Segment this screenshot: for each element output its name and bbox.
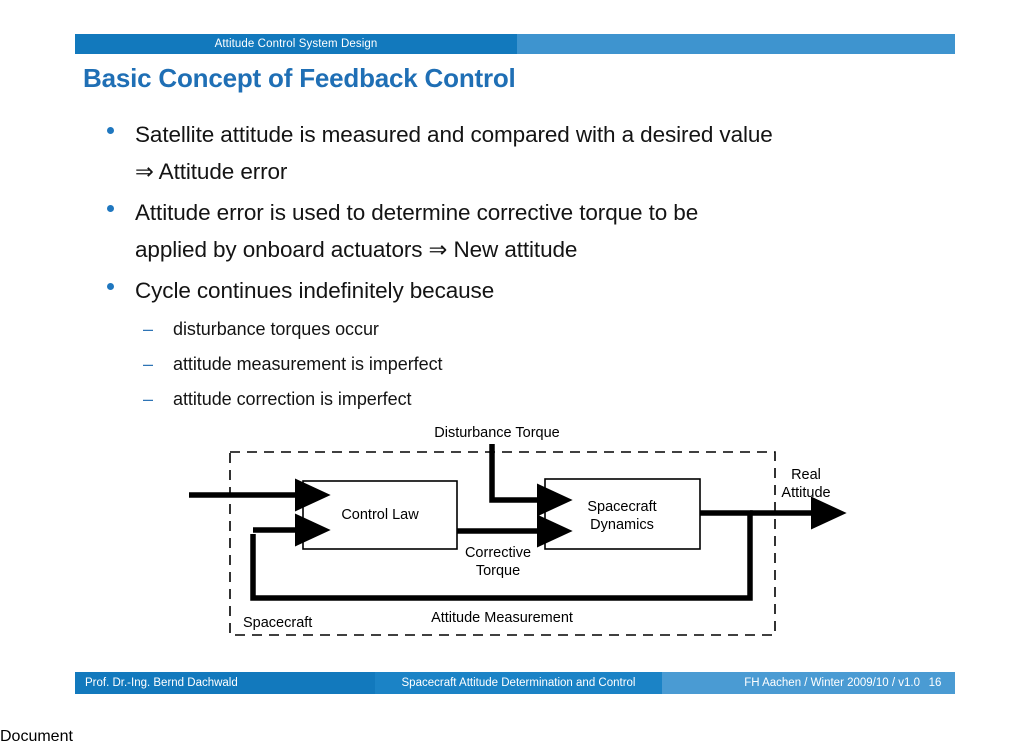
spacecraft-dynamics-block [544, 478, 701, 550]
sub-bullet-item-1: – disturbance torques occur [143, 312, 843, 347]
header-band: Attitude Control System Design [75, 34, 955, 54]
bullet-item-2-line-1: Attitude error is used to determine corr… [135, 200, 699, 225]
slide-canvas: Attitude Control System Design Basic Con… [75, 34, 960, 694]
page-title: Basic Concept of Feedback Control [83, 63, 516, 93]
footer-middle-segment [375, 672, 662, 694]
footer-left-segment [75, 672, 375, 694]
spacecraft-dynamics-block-label-line-1: Spacecraft [587, 499, 656, 515]
dash-marker-icon: – [143, 319, 154, 339]
dash-marker-icon: – [143, 354, 154, 374]
header-band-left-segment [75, 34, 517, 54]
real-attitude-label-line-1: Real [791, 467, 821, 483]
footer-organization-label: FH Aachen / Winter 2009/10 / v1.0 [744, 677, 920, 689]
footer-course-label: Spacecraft Attitude Determination and Co… [401, 677, 636, 689]
disturbance-torque-label: Disturbance Torque [434, 425, 559, 441]
bullet-dot-icon [107, 283, 114, 290]
spacecraft-boundary-label: Spacecraft [243, 615, 312, 631]
corrective-torque-label-line-2: Torque [476, 563, 520, 579]
header-section-title: Attitude Control System Design [214, 38, 378, 50]
bullet-item-3-line-1: Cycle continues indefinitely because [135, 278, 495, 303]
sub-bullet-item-2-label: attitude measurement is imperfect [173, 354, 443, 374]
attitude-measurement-label: Attitude Measurement [431, 610, 573, 626]
sub-bullet-item-2: – attitude measurement is imperfect [143, 347, 843, 382]
bullet-item-1: Satellite attitude is measured and compa… [100, 116, 960, 190]
bullet-item-1-line-2: ⇒ Attitude error [135, 159, 288, 184]
bullet-dot-icon [107, 127, 114, 134]
bullet-dot-icon [107, 205, 114, 212]
disturbance-torque-arrow [489, 444, 573, 517]
dash-marker-icon: – [143, 389, 154, 409]
bullet-item-3: Cycle continues indefinitely because [100, 272, 960, 309]
footer-author-label: Prof. Dr.-Ing. Bernd Dachwald [85, 677, 238, 689]
real-attitude-label-line-2: Attitude [781, 485, 830, 501]
bullet-list: Satellite attitude is measured and compa… [100, 116, 960, 313]
real-attitude-output-line [250, 510, 753, 601]
spacecraft-dynamics-block-label-line-2: Dynamics [590, 517, 654, 533]
bullet-item-2: Attitude error is used to determine corr… [100, 194, 960, 268]
footer-page-number: 16 [928, 677, 942, 689]
spacecraft-boundary-dashed-box [229, 451, 776, 636]
control-law-block-label: Control Law [341, 507, 419, 523]
sub-bullet-item-3-label: attitude correction is imperfect [173, 389, 412, 409]
bullet-item-1-line-1: Satellite attitude is measured and compa… [135, 122, 773, 147]
corrective-torque-label-line-1: Corrective [465, 545, 531, 561]
footer-right-segment [662, 672, 955, 694]
sub-bullet-item-1-label: disturbance torques occur [173, 319, 379, 339]
header-band-right-segment [517, 34, 955, 54]
sub-bullet-list: – disturbance torques occur – attitude m… [143, 312, 843, 417]
control-law-block [302, 480, 458, 550]
slide-footer: Prof. Dr.-Ing. Bernd Dachwald Spacecraft… [75, 672, 955, 694]
sub-bullet-item-3: – attitude correction is imperfect [143, 382, 843, 417]
bullet-item-2-line-2: applied by onboard actuators ⇒ New attit… [135, 237, 578, 262]
